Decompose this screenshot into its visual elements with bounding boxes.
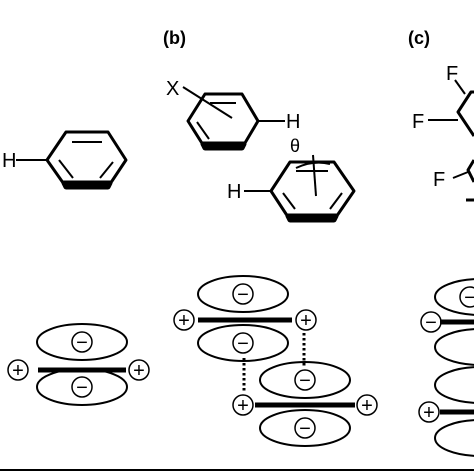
charge-plus-a-left: + xyxy=(12,360,24,382)
charge-plus-b-3: + xyxy=(237,395,249,417)
charge-minus-b-3: − xyxy=(299,370,311,392)
benzene-ring-a xyxy=(45,130,128,190)
charge-minus-c-1: − xyxy=(464,287,474,309)
fluorine-label-1: F xyxy=(446,63,458,85)
substituent-x-label: X xyxy=(166,78,179,100)
panel-label-b: (b) xyxy=(163,28,186,48)
benzene-ring-b-bottom xyxy=(269,160,356,223)
charge-minus-a-top: − xyxy=(76,332,88,354)
charge-plus-c-1: + xyxy=(423,402,435,424)
quadrupole-b-bottom xyxy=(232,361,378,447)
charge-minus-b-2: − xyxy=(237,333,249,355)
fluorine-label-2: F xyxy=(412,111,424,133)
angle-arc xyxy=(295,161,331,169)
quadrupole-c xyxy=(418,278,474,457)
hydrogen-label-a: H xyxy=(2,150,16,172)
charge-minus-b-1: − xyxy=(237,284,249,306)
charge-plus-b-2: + xyxy=(300,310,312,332)
quadrupole-a xyxy=(7,323,150,406)
hydrogen-label-b-top: H xyxy=(286,111,300,133)
charge-plus-b-1: + xyxy=(178,310,190,332)
cf-bond-1 xyxy=(454,79,466,95)
benzene-ring-b-top xyxy=(186,92,260,151)
fluorine-label-3: F xyxy=(433,169,445,191)
quadrupole-b-top xyxy=(173,275,317,362)
interaction-lines-b xyxy=(242,333,306,393)
charge-minus-a-bottom: − xyxy=(76,377,88,399)
cf-bond-3 xyxy=(452,171,469,179)
substituent-bond xyxy=(182,86,233,119)
panel-label-c: (c) xyxy=(408,28,430,48)
fluorinated-ring xyxy=(456,90,474,202)
hydrogen-label-b-bottom: H xyxy=(227,181,241,203)
angle-theta-label: θ xyxy=(290,136,300,156)
charge-plus-a-right: + xyxy=(133,360,145,382)
charge-minus-b-4: − xyxy=(299,418,311,440)
charge-plus-b-4: + xyxy=(361,395,373,417)
charge-minus-c-2: − xyxy=(425,312,437,334)
angle-axis xyxy=(312,154,317,197)
